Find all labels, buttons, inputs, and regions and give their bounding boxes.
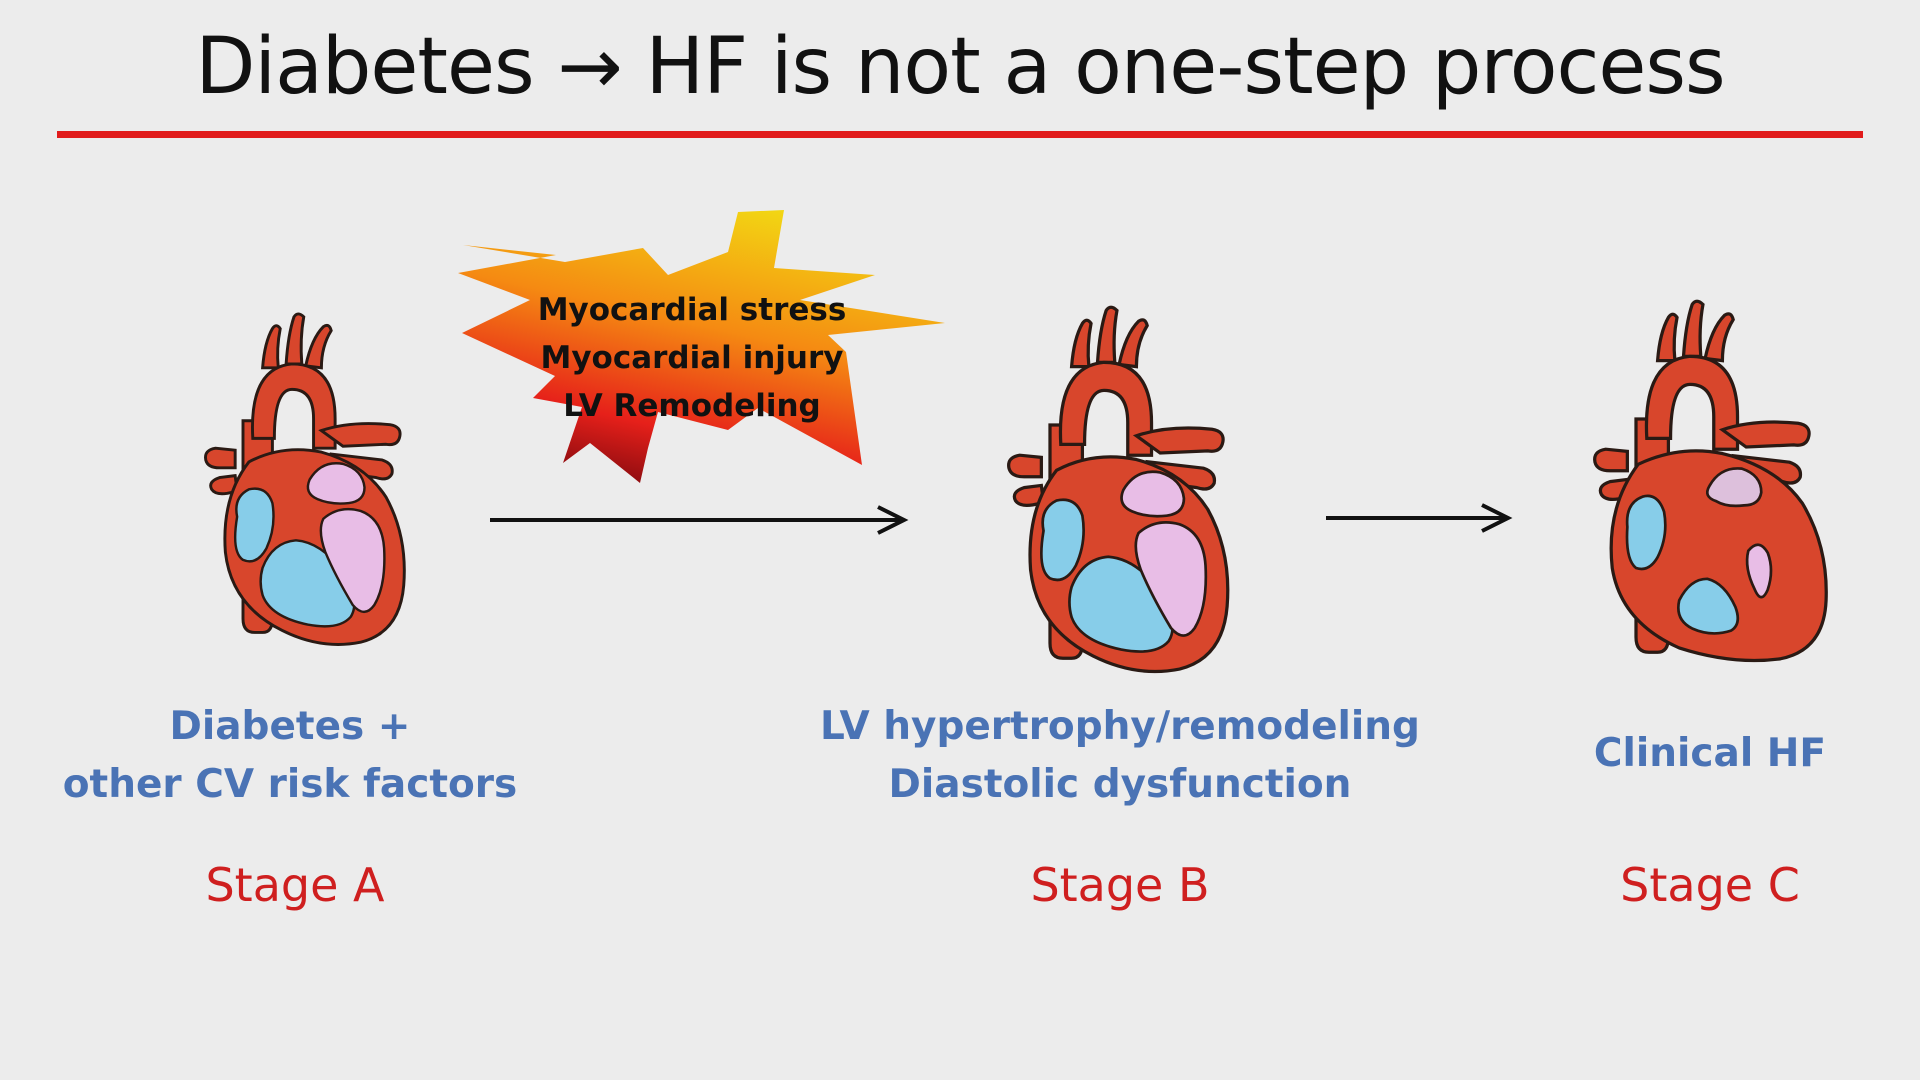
- description-line: Clinical HF: [1593, 731, 1827, 776]
- heart-icon: [1593, 299, 1828, 663]
- arrow-right-icon: [490, 505, 909, 535]
- heart-icon: [204, 312, 406, 646]
- burst-label: Myocardial stress Myocardial injury LV R…: [512, 286, 872, 430]
- burst-line: Myocardial injury: [540, 340, 844, 376]
- burst-line: Myocardial stress: [537, 292, 847, 328]
- slide-title: Diabetes → HF is not a one-step process: [195, 22, 1725, 112]
- starburst-icon: [458, 210, 945, 483]
- stage-b-description: LV hypertrophy/remodeling Diastolic dysf…: [820, 698, 1420, 814]
- stage-a-description: Diabetes + other CV risk factors: [60, 698, 520, 814]
- description-line: Diastolic dysfunction: [888, 762, 1352, 807]
- stage-b-label: Stage B: [1030, 858, 1210, 912]
- stage-c-description: Clinical HF: [1530, 725, 1890, 783]
- heart-icon: [1007, 305, 1230, 674]
- description-line: other CV risk factors: [62, 762, 518, 807]
- title-underline: [57, 131, 1863, 138]
- stage-c-label: Stage C: [1620, 858, 1800, 912]
- description-line: Diabetes +: [169, 704, 411, 749]
- description-line: LV hypertrophy/remodeling: [820, 704, 1420, 749]
- stage-a-label: Stage A: [205, 858, 385, 912]
- arrow-right-icon: [1326, 503, 1513, 533]
- burst-line: LV Remodeling: [563, 388, 821, 424]
